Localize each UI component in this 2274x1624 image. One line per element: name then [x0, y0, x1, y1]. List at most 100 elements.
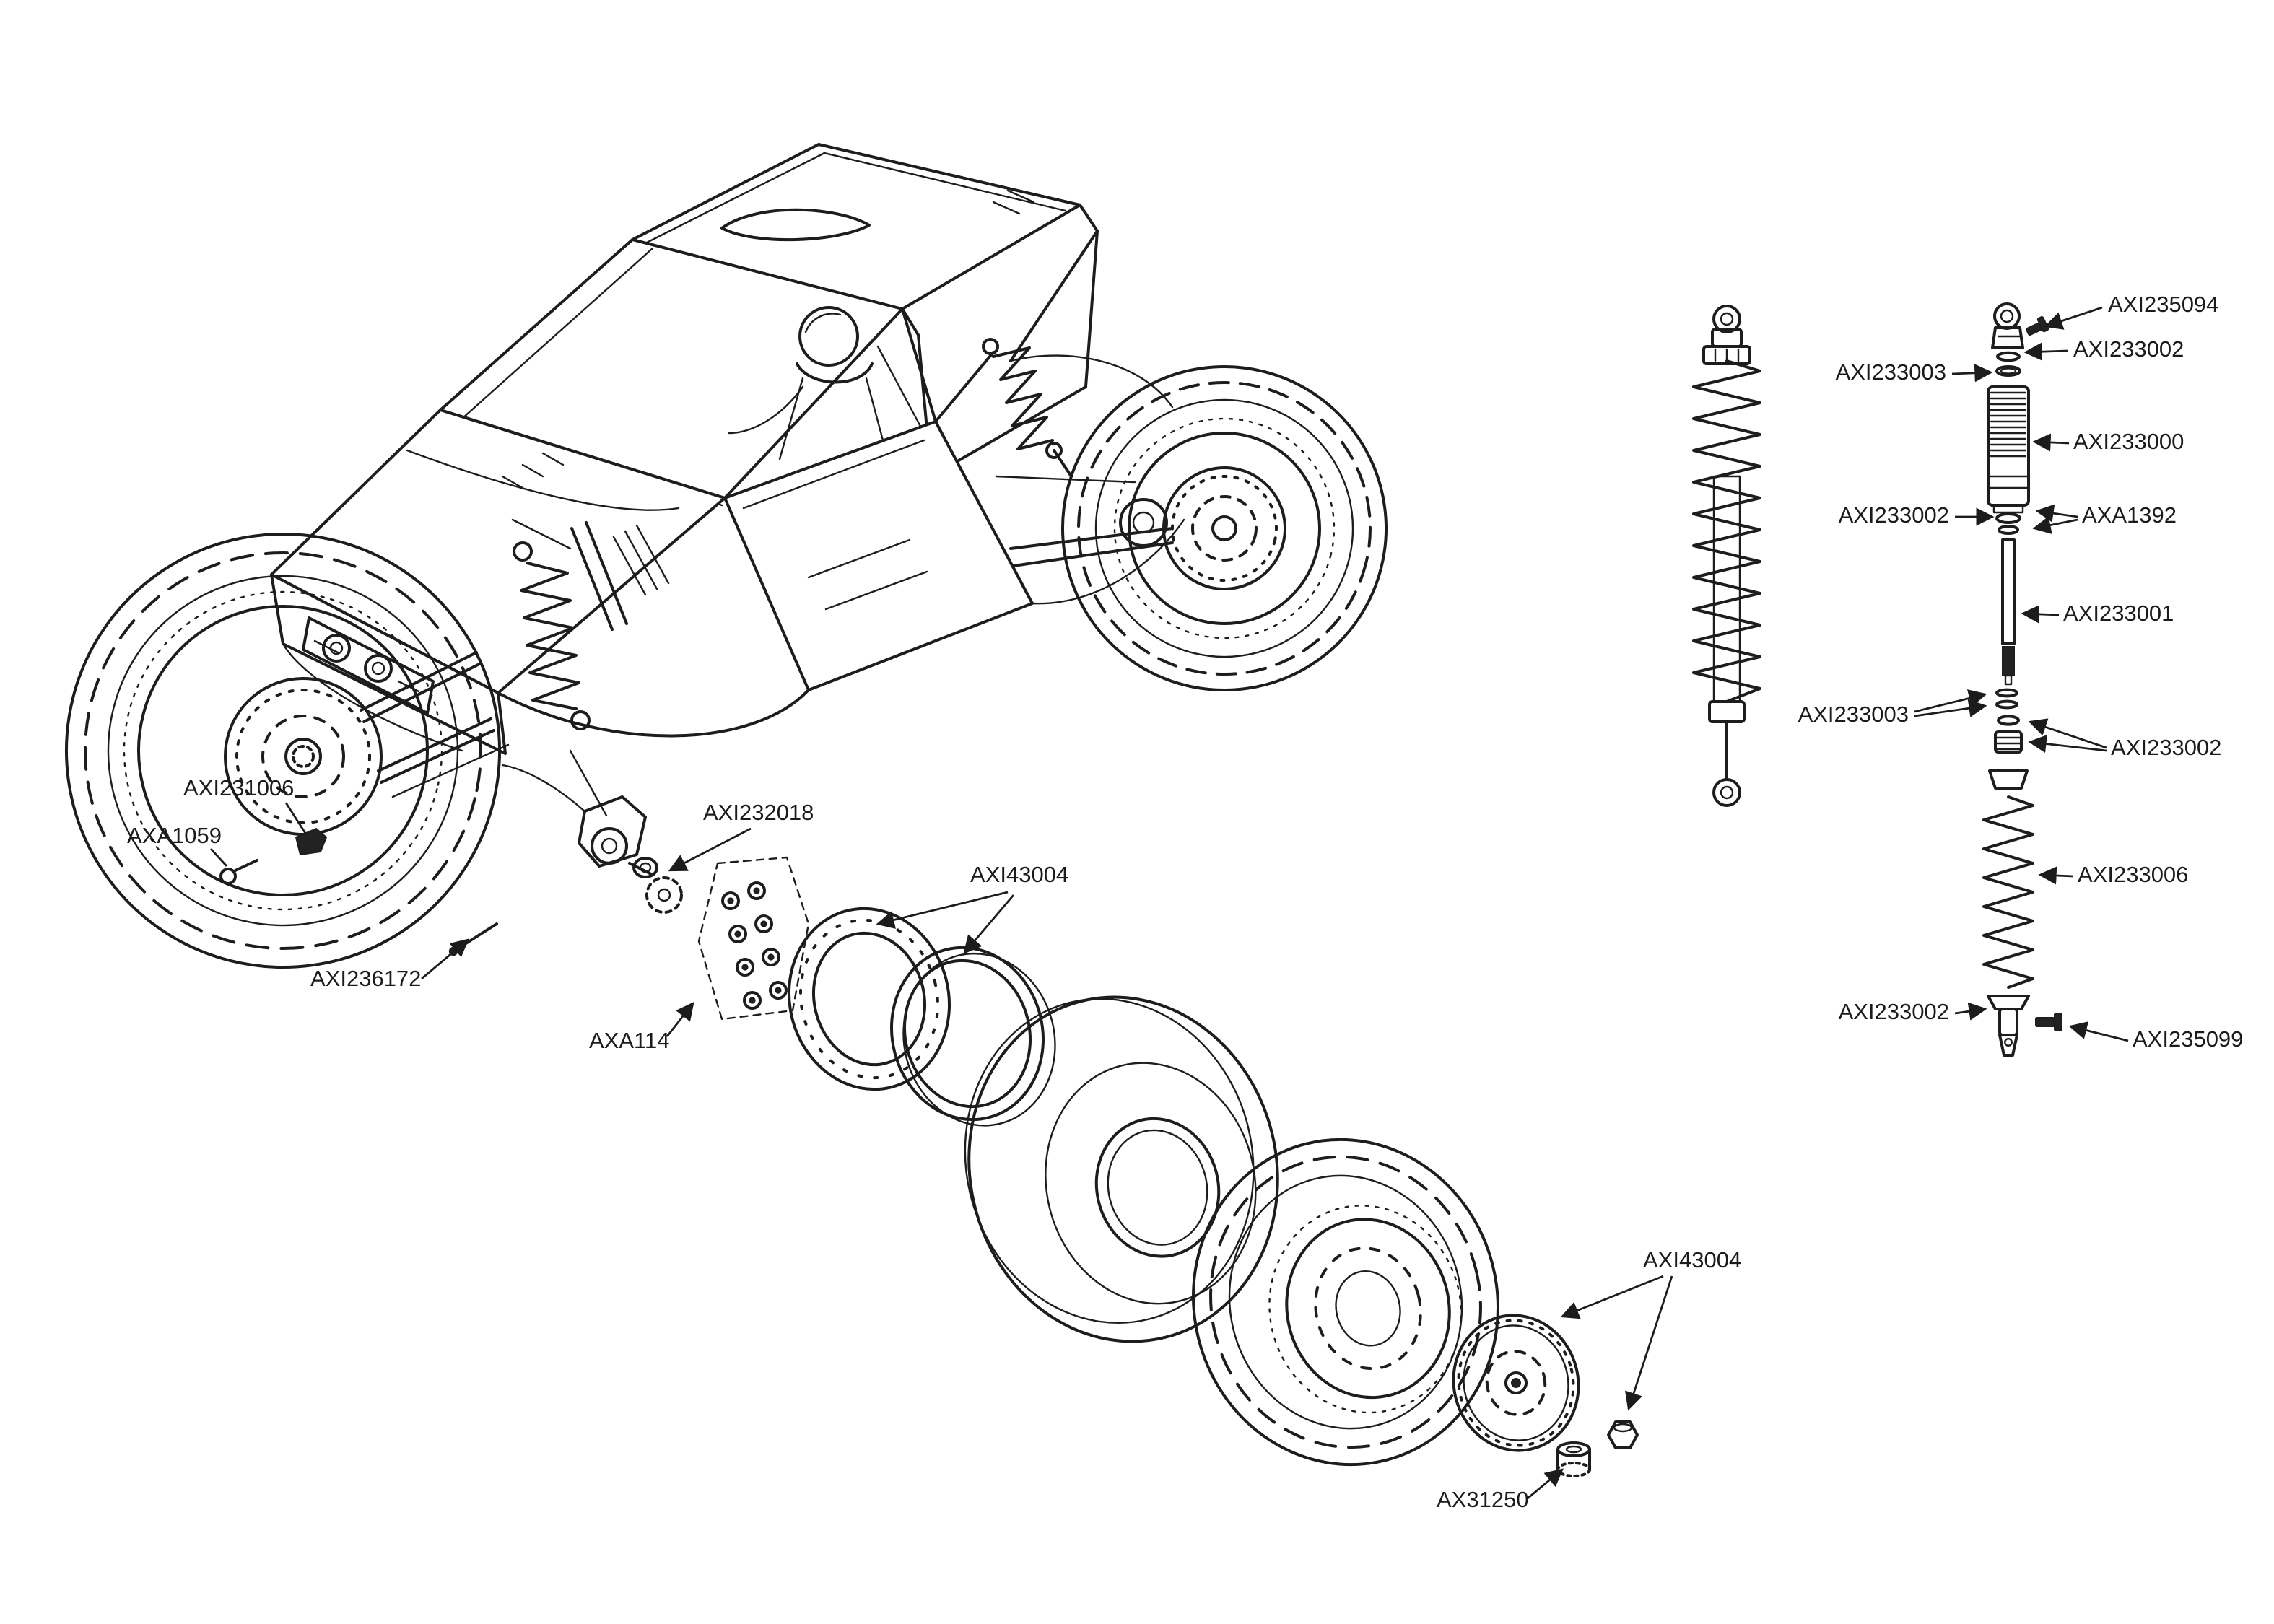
shock-exploded: [1982, 302, 2062, 1057]
leader-arrow: [1560, 1275, 1664, 1319]
shock-shaft: [2001, 538, 2016, 686]
roof-panel: [631, 143, 1081, 310]
callout-axa1059: AXA1059: [127, 823, 228, 867]
leader-arrow: [1951, 364, 1993, 383]
leader-arrow: [1527, 1468, 1564, 1500]
callout-axi233002-piston: AXI233002: [2028, 718, 2221, 760]
leader-arrow: [2068, 1021, 2129, 1042]
leader-arrow: [2035, 504, 2078, 523]
part-label: AXI233002: [2111, 735, 2221, 760]
part-label: AXI43004: [1643, 1247, 1741, 1272]
leader-arrow: [2028, 735, 2107, 754]
part-label: AXI235099: [2133, 1026, 2243, 1052]
leader-arrow: [2032, 516, 2078, 534]
leader-arrow: [2023, 342, 2068, 361]
leader-arrow: [1914, 699, 1987, 717]
leader-arrow: [963, 894, 1015, 954]
steering-knuckle: [501, 764, 654, 876]
side-panel: [723, 420, 1034, 691]
body-spacer: [1998, 525, 2019, 535]
wheel-face: [1452, 1314, 1580, 1452]
leader-arrow: [1954, 1002, 1987, 1021]
callout-axi233002-rodend: AXI233002: [1839, 999, 1987, 1024]
leader-arrow: [421, 938, 469, 980]
shock-assembled: [1692, 305, 1761, 807]
rod-end-screw: [2035, 1013, 2062, 1031]
part-label: AXI43004: [970, 862, 1068, 887]
shock-cap: [1991, 302, 2024, 349]
callout-axi233003-piston: AXI233003: [1798, 689, 1987, 727]
part-label: AX31250: [1437, 1487, 1529, 1512]
front-suspension: [360, 518, 628, 817]
flange-nut: [1556, 1441, 1591, 1477]
part-label: AXI236172: [310, 966, 421, 991]
part-label: AXI233000: [2073, 429, 2184, 454]
part-label: AXI233006: [2078, 862, 2188, 887]
body-washer: [1995, 512, 2021, 524]
rear-right-tire: [1061, 365, 1388, 691]
callout-axi233000: AXI233000: [2032, 429, 2184, 454]
leader-arrow: [1625, 1275, 1673, 1411]
shock-spring: [1982, 795, 2034, 989]
front-fascia: [270, 573, 507, 755]
part-label: AXI233003: [1836, 359, 1946, 385]
leader-arrow: [2021, 605, 2060, 624]
front-left-wheel-face: [224, 677, 383, 836]
part-label: AXA1392: [2082, 502, 2177, 528]
shock-rod-end: [1987, 995, 2030, 1057]
tire-tread-view: [1192, 1138, 1499, 1467]
callout-axi43004-rear: AXI43004: [1560, 1247, 1741, 1411]
washer-and-drive-hex: [632, 857, 683, 914]
beadlock-ring-outer: [788, 907, 951, 1091]
leader-arrow: [2044, 306, 2103, 330]
callout-axi233003-cap: AXI233003: [1836, 359, 1993, 385]
leader-arrow: [1914, 689, 1987, 713]
part-label: AXI233002: [1839, 502, 1949, 528]
part-label: AXI232018: [703, 800, 814, 825]
part-label: AXI233001: [2063, 601, 2174, 626]
cap-washer: [1996, 351, 2021, 362]
part-label: AXI233003: [1798, 702, 1909, 727]
part-label: AXI235094: [2108, 292, 2218, 317]
leader-arrow: [2032, 433, 2070, 452]
part-label: AXI233002: [1839, 999, 1949, 1024]
cap-screw: [2026, 316, 2049, 336]
callout-axi231006: AXI231006: [183, 775, 308, 835]
leader-arrow: [2028, 718, 2107, 749]
spring-retainer: [1988, 769, 2029, 790]
callout-axa1392: AXA1392: [2032, 502, 2177, 534]
callout-axi233001: AXI233001: [2021, 601, 2174, 626]
callout-axi236172: AXI236172: [310, 938, 469, 991]
callout-axi235094: AXI235094: [2044, 292, 2218, 330]
tire-inner-view: [964, 995, 1279, 1343]
leader-arrow: [2038, 866, 2074, 885]
wheel-nut: [1607, 1420, 1639, 1449]
screws: [721, 881, 788, 1010]
callout-ax31250: AX31250: [1437, 1468, 1564, 1512]
part-label: AXI233002: [2073, 336, 2184, 362]
hitch-pin-part: [219, 859, 258, 885]
callout-axi233002-cap: AXI233002: [2023, 336, 2184, 362]
callout-axi235099: AXI235099: [2068, 1021, 2243, 1052]
callout-axi233006: AXI233006: [2038, 862, 2188, 887]
beadlock-ring-inner: [889, 946, 1056, 1127]
rear-suspension: [982, 338, 1174, 567]
vehicle-illustration: [270, 143, 1185, 817]
callout-axi232018: AXI232018: [668, 800, 814, 872]
shock-body: [1987, 385, 2030, 514]
callout-axi233002-body: AXI233002: [1839, 502, 1995, 528]
servo-horn-part: [295, 827, 328, 856]
screw-set: [697, 856, 810, 1021]
part-label: AXA114: [589, 1028, 669, 1053]
driver-figure: [728, 306, 925, 460]
leader-arrow: [876, 891, 1009, 929]
front-left-tire: [65, 533, 501, 969]
callout-axa114: AXA114: [589, 1002, 694, 1053]
part-label: AXI231006: [183, 775, 294, 800]
leader-line: [284, 802, 308, 835]
piston-stack: [1994, 688, 2023, 754]
leader-arrow: [666, 1002, 694, 1037]
part-label: AXA1059: [127, 823, 222, 848]
cap-oring: [1995, 365, 2021, 377]
